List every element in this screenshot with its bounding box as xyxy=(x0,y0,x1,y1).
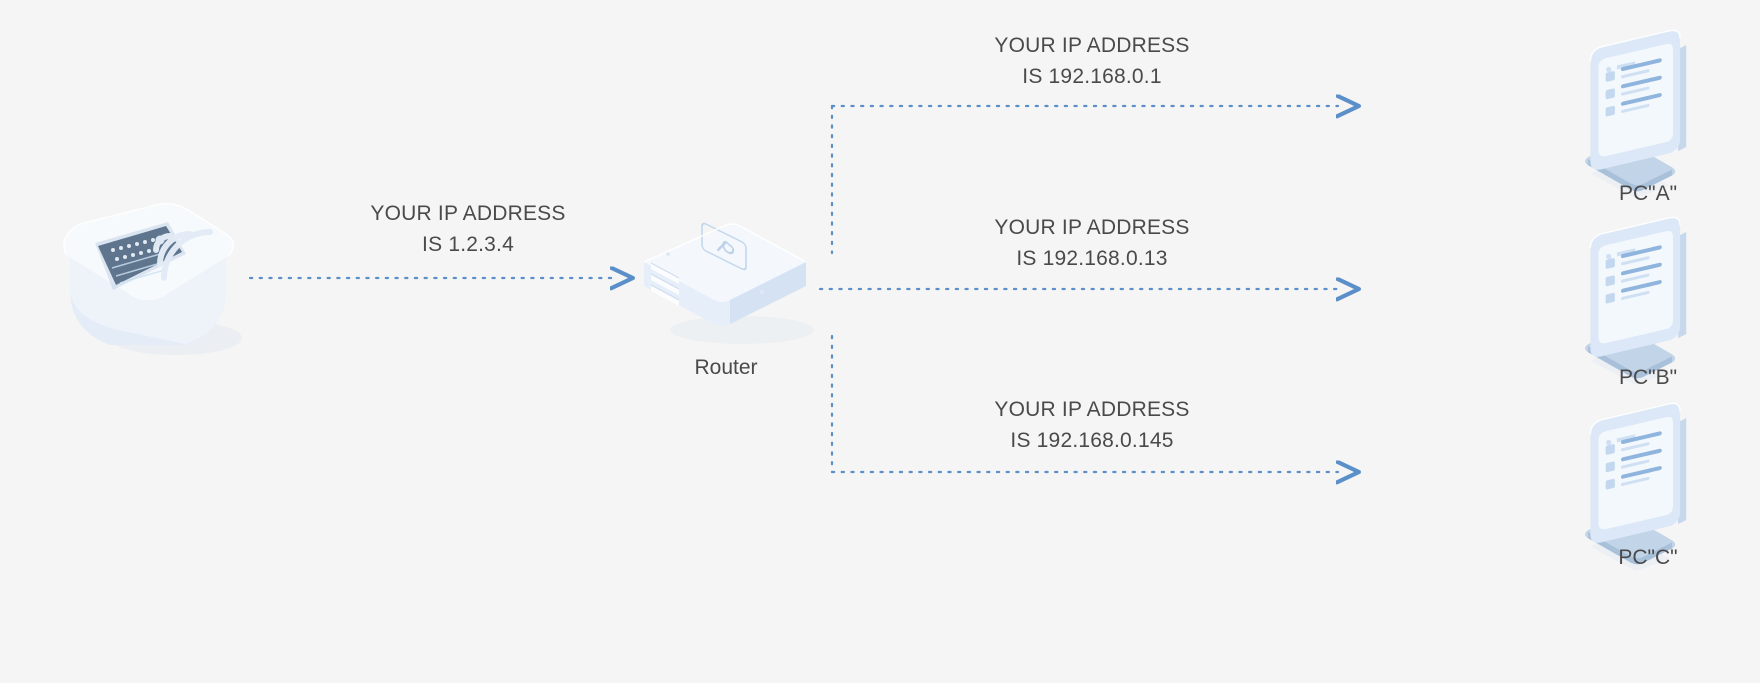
lan-b-label-line1: YOUR IP ADDRESS xyxy=(994,216,1190,239)
lan-c-label-line2: IS 192.168.0.145 xyxy=(1010,429,1174,452)
lan-a-label-line1: YOUR IP ADDRESS xyxy=(994,34,1190,57)
connection-label-lan-a: YOUR IP ADDRESS IS 192.168.0.1 xyxy=(892,30,1292,92)
device-label-pc-c: PC"C" xyxy=(1618,546,1678,569)
wan-label-line2: IS 1.2.3.4 xyxy=(422,233,514,256)
device-label-router: Router xyxy=(694,356,758,379)
wan-label-line1: YOUR IP ADDRESS xyxy=(370,202,566,225)
lan-b-label-line2: IS 192.168.0.13 xyxy=(1016,247,1168,270)
monitor-pc-a xyxy=(1584,29,1687,199)
device-label-pc-a: PC"A" xyxy=(1618,182,1678,205)
device-label-pc-b: PC"B" xyxy=(1618,366,1678,389)
lan-c-label-line1: YOUR IP ADDRESS xyxy=(994,398,1190,421)
connection-label-wan: YOUR IP ADDRESS IS 1.2.3.4 xyxy=(268,198,668,260)
monitor-pc-b xyxy=(1584,216,1687,386)
connection-label-lan-c: YOUR IP ADDRESS IS 192.168.0.145 xyxy=(892,394,1292,456)
connection-label-lan-b: YOUR IP ADDRESS IS 192.168.0.13 xyxy=(892,212,1292,274)
lan-a-label-line2: IS 192.168.0.1 xyxy=(1022,65,1162,88)
